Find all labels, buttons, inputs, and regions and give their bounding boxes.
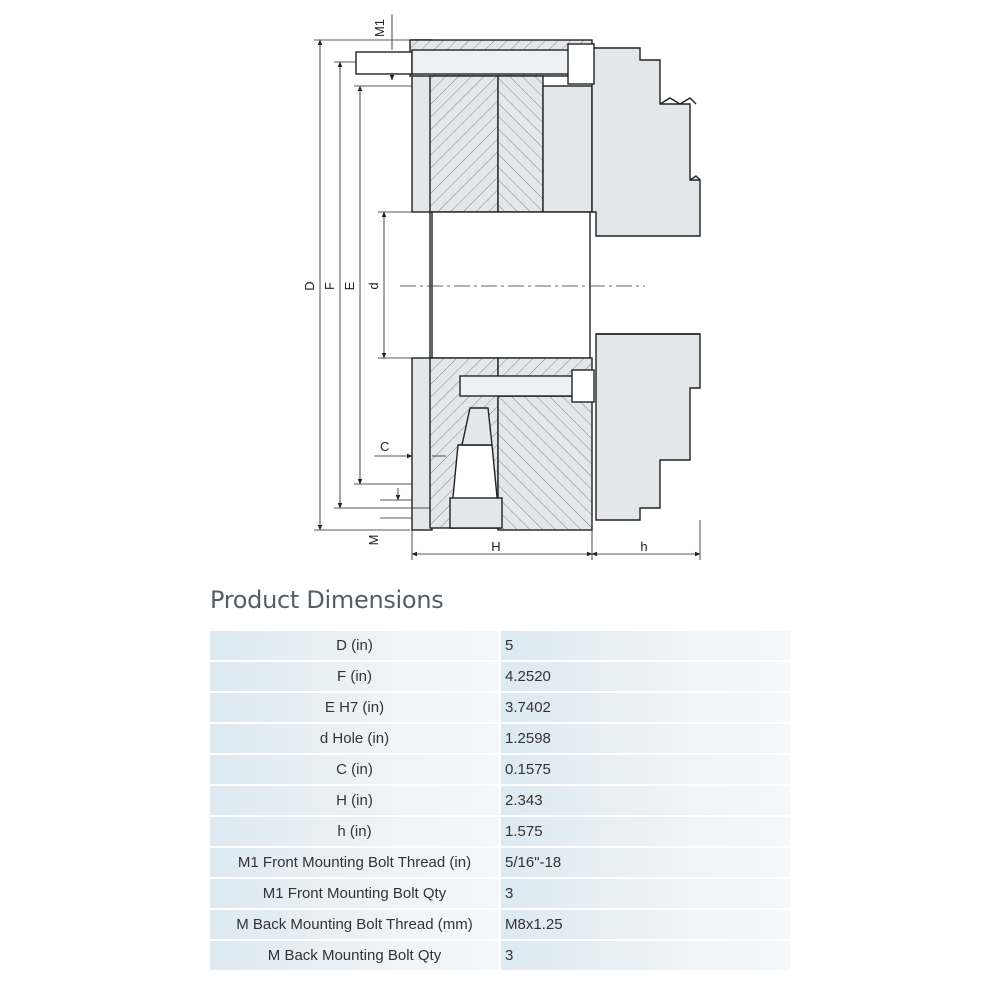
row-value: 3.7402 xyxy=(501,693,790,722)
table-row: d Hole (in) 1.2598 xyxy=(210,724,790,753)
dim-label-E: E xyxy=(342,281,357,290)
row-label: M1 Front Mounting Bolt Qty xyxy=(210,879,501,908)
back-mounting-bolt xyxy=(459,369,595,403)
dim-label-h: h xyxy=(640,539,647,554)
chuck-cross-section-drawing: M1 D F E d C M H h xyxy=(302,14,701,560)
chuck-body-upper xyxy=(409,39,593,359)
row-value: 5/16"-18 xyxy=(501,848,790,877)
row-label: M Back Mounting Bolt Thread (mm) xyxy=(210,910,501,939)
row-value: 3 xyxy=(501,941,790,970)
dim-label-F: F xyxy=(322,282,337,290)
row-value: 1.575 xyxy=(501,817,790,846)
row-value: M8x1.25 xyxy=(501,910,790,939)
row-label: E H7 (in) xyxy=(210,693,501,722)
row-value: 0.1575 xyxy=(501,755,790,784)
row-label: d Hole (in) xyxy=(210,724,501,753)
jaw-lower xyxy=(595,333,701,521)
row-label: D (in) xyxy=(210,631,501,660)
table-row: C (in) 0.1575 xyxy=(210,755,790,784)
row-value: 3 xyxy=(501,879,790,908)
table-row: D (in) 5 xyxy=(210,631,790,660)
row-label: C (in) xyxy=(210,755,501,784)
dim-label-H: H xyxy=(491,539,500,554)
table-row: M1 Front Mounting Bolt Qty 3 xyxy=(210,879,790,908)
table-row: M1 Front Mounting Bolt Thread (in) 5/16"… xyxy=(210,848,790,877)
dim-label-D: D xyxy=(302,281,317,290)
dimensions-table: D (in) 5 F (in) 4.2520 E H7 (in) 3.7402 … xyxy=(210,629,790,972)
row-value: 4.2520 xyxy=(501,662,790,691)
dim-label-d: d xyxy=(366,282,381,289)
chuck-body-lower xyxy=(411,357,593,531)
table-row: M Back Mounting Bolt Thread (mm) M8x1.25 xyxy=(210,910,790,939)
row-label: H (in) xyxy=(210,786,501,815)
dim-label-M: M xyxy=(366,535,381,546)
product-dimensions-title: Product Dimensions xyxy=(210,586,444,614)
row-value: 5 xyxy=(501,631,790,660)
row-value: 1.2598 xyxy=(501,724,790,753)
row-label: M1 Front Mounting Bolt Thread (in) xyxy=(210,848,501,877)
row-label: F (in) xyxy=(210,662,501,691)
dim-label-M1: M1 xyxy=(372,19,387,37)
front-mounting-bolt xyxy=(355,43,595,85)
row-label: M Back Mounting Bolt Qty xyxy=(210,941,501,970)
row-value: 2.343 xyxy=(501,786,790,815)
table-row: E H7 (in) 3.7402 xyxy=(210,693,790,722)
dimension-lines xyxy=(314,14,701,560)
row-label: h (in) xyxy=(210,817,501,846)
table-row: H (in) 2.343 xyxy=(210,786,790,815)
dim-label-C: C xyxy=(380,439,389,454)
jaw-upper xyxy=(591,47,701,237)
table-row: M Back Mounting Bolt Qty 3 xyxy=(210,941,790,970)
table-row: F (in) 4.2520 xyxy=(210,662,790,691)
table-row: h (in) 1.575 xyxy=(210,817,790,846)
